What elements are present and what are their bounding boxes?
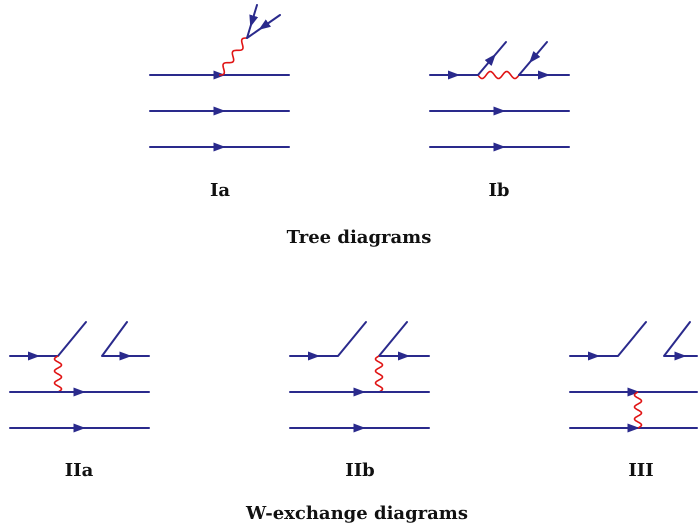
quark-line-top-left bbox=[569, 321, 647, 357]
w-boson-line bbox=[374, 355, 384, 393]
quark-line-top-left bbox=[289, 321, 367, 357]
diagram-iia bbox=[9, 321, 150, 433]
diagram-ia bbox=[149, 4, 290, 152]
quark-line-top-right bbox=[101, 321, 150, 357]
tree-diagrams-caption: Tree diagrams bbox=[286, 227, 432, 248]
diagram-label-iii: III bbox=[628, 460, 654, 481]
w-exchange-diagrams-caption: W-exchange diagrams bbox=[246, 503, 468, 524]
diagram-label-ia: Ia bbox=[209, 180, 231, 201]
quark-line-top-right bbox=[663, 321, 698, 357]
outgoing-fermion bbox=[477, 41, 507, 76]
w-boson-line bbox=[633, 391, 643, 429]
w-boson-line bbox=[53, 355, 63, 393]
quark-line-top-right bbox=[378, 321, 430, 357]
diagram-label-iib: IIb bbox=[345, 460, 375, 481]
quark-line-top-left bbox=[9, 321, 87, 357]
outgoing-antifermion bbox=[518, 41, 548, 76]
diagram-iii bbox=[569, 321, 698, 433]
diagram-ib bbox=[429, 41, 570, 152]
diagram-label-iia: IIa bbox=[64, 460, 94, 481]
w-boson-line bbox=[218, 37, 248, 76]
diagram-iib bbox=[289, 321, 430, 433]
w-boson-line bbox=[477, 70, 520, 80]
diagram-label-ib: Ib bbox=[488, 180, 510, 201]
